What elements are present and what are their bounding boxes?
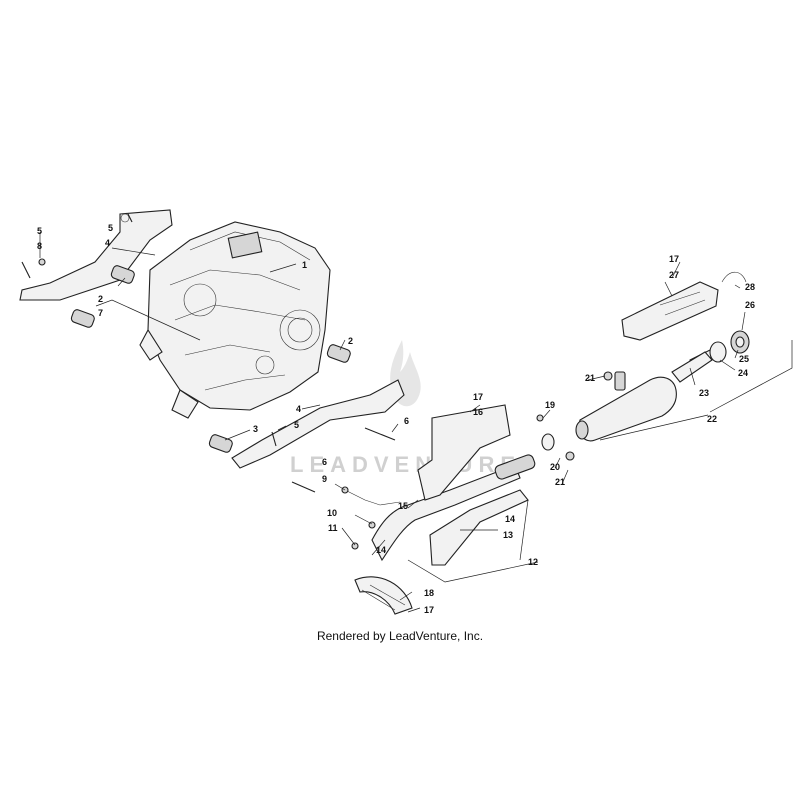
callout-22: 22 [707,414,717,424]
callout-21: 21 [555,477,565,487]
callout-16: 16 [473,407,483,417]
heat-shield-upper [417,404,511,501]
callout-1: 1 [302,260,307,270]
callout-11: 11 [328,523,338,533]
callout-20: 20 [550,462,560,472]
callout-17: 17 [669,254,679,264]
callout-28: 28 [745,282,755,292]
engine-mounts [70,265,351,453]
callout-5: 5 [294,420,299,430]
callout-5: 5 [37,226,42,236]
callout-27: 27 [669,270,679,280]
callout-14: 14 [376,545,386,555]
callout-23: 23 [699,388,709,398]
mount-bolts [21,213,396,493]
callouts: 1 2 2 3 4 4 5 5 5 6 6 7 8 9 10 11 12 13 … [37,223,755,615]
callout-3: 3 [253,424,258,434]
callout-24: 24 [738,368,748,378]
callout-4: 4 [296,404,301,414]
callout-6: 6 [322,457,327,467]
callout-2: 2 [98,294,103,304]
callout-10: 10 [327,508,337,518]
callout-17: 17 [473,392,483,402]
callout-26: 26 [745,300,755,310]
callout-9: 9 [322,474,327,484]
engine-mount-bracket-left [19,209,173,301]
rendered-by-credit: Rendered by LeadVenture, Inc. [316,629,484,643]
svg-text:LEADVENTURE: LEADVENTURE [290,452,521,477]
callout-13: 13 [503,530,513,540]
head-pipe [371,454,536,562]
callout-21: 21 [585,373,595,383]
callout-17: 17 [424,605,434,615]
callout-12: 12 [528,557,538,567]
callout-19: 19 [545,400,555,410]
callout-2: 2 [348,336,353,346]
callout-7: 7 [98,308,103,318]
sensor-harness [341,486,401,550]
shield-clip [721,271,747,283]
callout-25: 25 [739,354,749,364]
engine-mount-bracket-right [231,379,405,469]
muffler-heat-shield [621,281,719,341]
leader-lines [39,232,793,613]
callout-4: 4 [105,238,110,248]
callout-8: 8 [37,241,42,251]
callout-5: 5 [108,223,113,233]
muffler [575,371,677,442]
callout-14: 14 [505,514,515,524]
engine-assembly [139,221,331,419]
heat-shield-lower [429,489,529,566]
callout-18: 18 [424,588,434,598]
callout-6: 6 [404,416,409,426]
callout-15: 15 [398,501,408,511]
splash-guard [354,576,413,615]
spark-arrestor [671,330,750,383]
